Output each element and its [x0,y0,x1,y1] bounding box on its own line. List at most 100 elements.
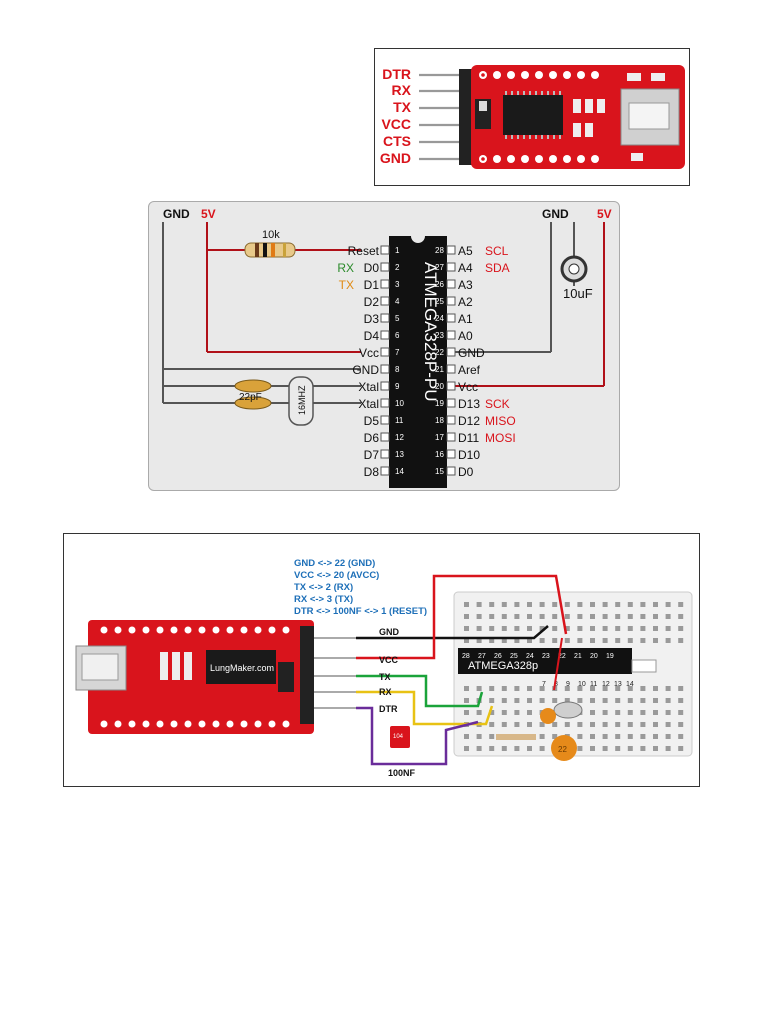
bb-bottom-pin-number: 8 [554,681,558,688]
bb-hole [527,602,532,607]
bb-hole [577,722,583,727]
bb-hole [615,602,621,607]
bb-hole [653,710,658,715]
ftdi-pinout-figure: DTR RX TX VCC CTS GND [374,48,690,186]
capacitor-22pf-label: 22pF [239,392,262,403]
bb-hole [615,746,621,751]
bb-hole [615,722,621,727]
wire-label-gnd: GND [379,627,400,637]
bb-hole [590,722,595,727]
bb-hole [514,722,520,727]
bb-hole [665,638,671,643]
bb-hole [539,638,545,643]
chip-pin-right [446,364,456,374]
chip-pin-left [380,381,390,391]
bb-hole [476,734,482,739]
bb-hole [590,638,595,643]
bb-hole [476,746,482,751]
wire-label-tx: TX [379,672,391,682]
chip-pin-left [380,279,390,289]
bb-bottom-pin-number: 10 [578,681,586,688]
chip-pin-right [446,398,456,408]
chip-pin-right-number: 25 [435,297,444,306]
bb-hole [552,638,558,643]
chip-pin-right [446,466,456,476]
bb-hole [590,614,595,619]
chip-notch [411,229,425,243]
bb-hole [653,746,658,751]
bb-hole [602,614,608,619]
chip-pin-right-name: A0 [458,329,473,343]
bb-hole [577,686,583,691]
chip-pin-left [380,296,390,306]
bb-hole [476,710,482,715]
chip-pin-right-alias: SCL [485,244,509,258]
bb-hole [527,698,532,703]
bb-hole [615,686,621,691]
chip-pin-left [380,347,390,357]
bb-top-pin-number: 27 [478,653,486,660]
bb-hole [627,626,633,631]
bb-hole [590,746,595,751]
chip-pin-right-number: 18 [435,416,444,425]
bb-hole [552,722,558,727]
bb-hole [678,686,684,691]
chip-pin-left [380,432,390,442]
chip-pin-left-number: 8 [395,365,400,374]
chip-pin-right-name: A2 [458,295,473,309]
bb-hole [590,734,595,739]
bb-chip-label: ATMEGA328p [468,660,538,672]
chip-pin-right-name: A3 [458,278,473,292]
chip-pin-right-name: A1 [458,312,473,326]
bb-hole [514,746,520,751]
bb-hole [590,626,595,631]
bb-hole [552,626,558,631]
bb-hole [615,698,621,703]
bb-bottom-pin-number: 14 [626,681,634,688]
bb-hole [590,602,595,607]
chip-pin-left-number: 10 [395,399,404,408]
chip-pin-left-name: D6 [364,431,380,445]
bb-hole [640,686,646,691]
chip-pin-right-number: 20 [435,382,444,391]
chip-pin-right [446,313,456,323]
ftdi-pin-label-cts: CTS [383,133,411,149]
bb-hole [464,626,469,631]
bb-hole [590,710,595,715]
bb-hole [602,686,608,691]
bb-hole [514,638,520,643]
bb-hole [476,602,482,607]
chip-pin-right-name: Aref [458,363,481,377]
chip-pin-right-number: 16 [435,450,444,459]
bb-ceramic-a [540,708,556,724]
bb-top-pin-number: 25 [510,653,518,660]
chip-label: ATMEGA328P-PU [421,262,440,402]
chip-pin-right-name: D13 [458,397,480,411]
bb-hole [514,614,520,619]
bb-hole [514,626,520,631]
bb-hole [653,626,658,631]
bb-hole [678,638,684,643]
bb-hole [489,734,495,739]
ftdi-pinout-svg: DTR RX TX VCC CTS GND [380,65,685,169]
bb-top-pin-number: 23 [542,653,550,660]
bb-hole [464,734,469,739]
chip-pin-right [446,415,456,425]
bb-hole [665,722,671,727]
bb-hole [627,602,633,607]
chip-pin-right-number: 27 [435,263,444,272]
crystal-label: 16MHZ [297,385,307,415]
ftdi-header [300,626,314,724]
note-tx: TX <-> 2 (RX) [294,582,353,593]
chip-pin-right-name: A5 [458,244,473,258]
chip-pin-right [446,449,456,459]
bb-hole [476,614,482,619]
bb-hole [489,626,495,631]
ftdi-chip [206,650,276,684]
chip-pin-right-number: 28 [435,246,444,255]
bb-hole [564,614,570,619]
bb-hole [514,698,520,703]
chip-pin-right [446,296,456,306]
